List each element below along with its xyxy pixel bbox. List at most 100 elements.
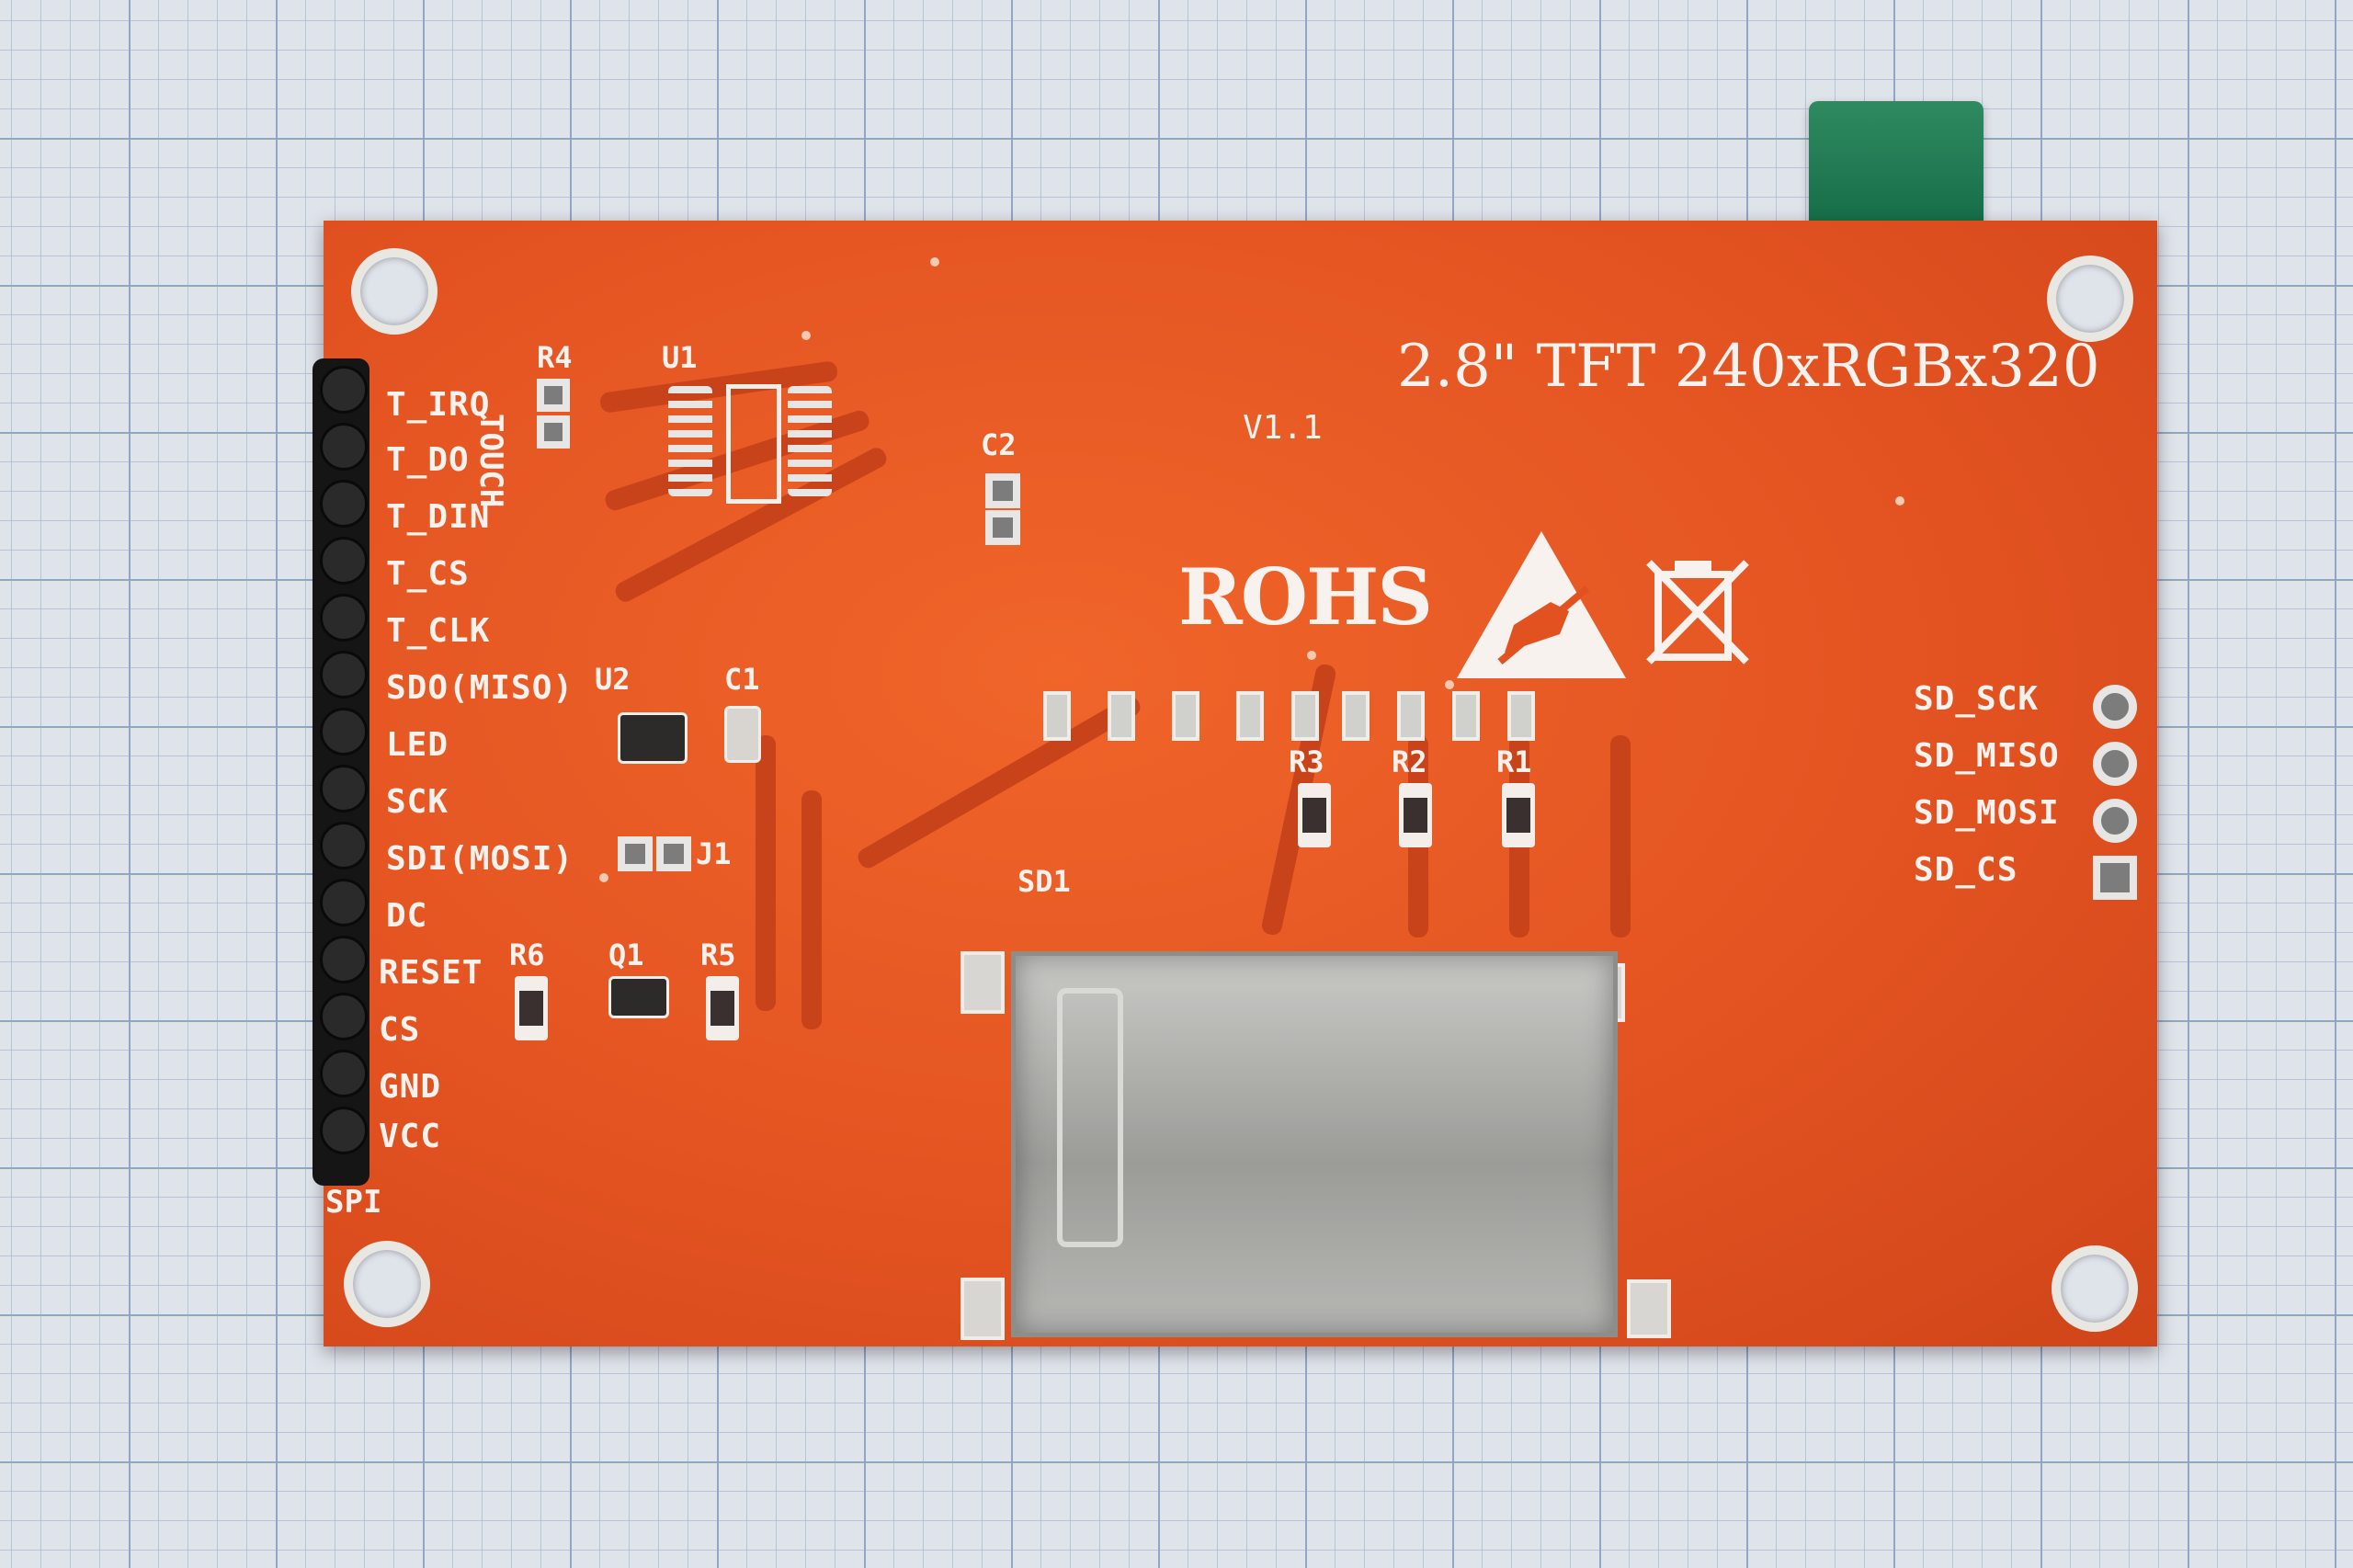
rohs-logo: ROHS	[1178, 551, 1433, 642]
resistor-r6	[515, 976, 548, 1040]
sd-card-socket	[1011, 951, 1618, 1337]
via	[930, 257, 939, 267]
pin-label-t-irq: T_IRQ	[386, 386, 491, 424]
trace	[854, 692, 1144, 872]
flex-cable	[1809, 101, 1984, 230]
pin-label-vcc: VCC	[379, 1118, 442, 1155]
header-pin	[320, 594, 368, 642]
ic-u1-pins-left	[668, 386, 712, 496]
sd-miso-pad	[2093, 742, 2137, 786]
resistor-r1	[1502, 783, 1535, 847]
header-pin	[320, 1107, 368, 1154]
mounting-hole-bottom-right	[2052, 1245, 2138, 1332]
header-pin	[320, 651, 368, 699]
via	[599, 873, 608, 882]
sd-pin-label-cs: SD_CS	[1914, 851, 2018, 889]
pin-label-t-din: T_DIN	[386, 498, 491, 536]
header-pin	[320, 480, 368, 528]
transistor-u2	[618, 712, 688, 764]
sd-cs-pad	[2093, 856, 2137, 900]
pin-header	[313, 358, 369, 1186]
pin-label-cs: CS	[379, 1011, 421, 1049]
pin-label-t-cs: T_CS	[386, 555, 470, 593]
c2-pad	[985, 510, 1020, 545]
sd-contact-pin	[1452, 691, 1480, 741]
resistor-r2	[1399, 783, 1432, 847]
esd-warning-icon	[1457, 531, 1626, 678]
touch-group-label: TOUCH	[472, 414, 509, 508]
header-pin	[320, 822, 368, 869]
trace	[756, 735, 776, 1011]
header-pin	[320, 423, 368, 471]
trace	[801, 790, 822, 1029]
header-pin	[320, 936, 368, 983]
pin-label-sck: SCK	[386, 783, 449, 821]
ref-r5: R5	[700, 937, 736, 972]
header-pin	[320, 537, 368, 585]
mounting-hole-top-right	[2047, 256, 2133, 342]
sd-socket-tab	[1627, 1279, 1671, 1338]
sd-contact-pin	[1507, 691, 1535, 741]
ref-u2: U2	[595, 662, 631, 697]
ref-r2: R2	[1392, 744, 1427, 779]
ref-sd1: SD1	[1017, 864, 1071, 899]
sd-contact-pin	[1043, 691, 1071, 741]
sd-pin-label-miso: SD_MISO	[1914, 737, 2060, 775]
mounting-hole-bottom-left	[344, 1241, 430, 1327]
ref-r4: R4	[537, 340, 573, 375]
resistor-r3	[1298, 783, 1331, 847]
pin-label-t-do: T_DO	[386, 441, 470, 479]
ref-c2: C2	[981, 427, 1017, 462]
ref-r1: R1	[1496, 744, 1532, 779]
sd-contact-pin	[1342, 691, 1370, 741]
header-pin	[320, 765, 368, 812]
board-title: 2.8" TFT 240xRGBx320	[1397, 333, 2100, 401]
c2-pad	[985, 473, 1020, 508]
pin-label-t-clk: T_CLK	[386, 612, 491, 650]
via	[1307, 651, 1316, 660]
sd-contact-pin	[1108, 691, 1135, 741]
via	[801, 331, 811, 340]
j1-pad	[656, 836, 691, 871]
ref-j1: J1	[696, 836, 732, 871]
header-pin	[320, 366, 368, 414]
via	[1895, 496, 1904, 506]
sd-sck-pad	[2093, 685, 2137, 729]
pin-label-led: LED	[386, 726, 449, 764]
mounting-hole-top-left	[351, 248, 438, 335]
sd-socket-spring	[1057, 988, 1123, 1247]
capacitor-c1	[724, 706, 761, 763]
sd-mosi-pad	[2093, 799, 2137, 843]
sd-pin-label-mosi: SD_MOSI	[1914, 794, 2060, 832]
sd-contact-pin	[1291, 691, 1319, 741]
weee-bin-icon	[1646, 560, 1749, 665]
r4-pad	[537, 415, 570, 449]
ref-r3: R3	[1289, 744, 1324, 779]
trace	[1610, 735, 1631, 937]
sd-contact-pin	[1172, 691, 1199, 741]
pin-label-sdo-miso: SDO(MISO)	[386, 669, 574, 707]
sd-socket-tab	[961, 951, 1005, 1014]
board-version: V1.1	[1243, 409, 1323, 447]
header-pin	[320, 993, 368, 1040]
header-pin	[320, 1050, 368, 1097]
transistor-q1	[608, 976, 669, 1018]
spi-group-label: SPI	[325, 1184, 382, 1221]
ic-u1-pins-right	[788, 386, 832, 496]
sd-contact-pin	[1397, 691, 1425, 741]
sd-socket-tab	[961, 1278, 1005, 1340]
ref-q1: Q1	[608, 937, 644, 972]
ic-u1	[726, 384, 781, 504]
ref-u1: U1	[662, 340, 698, 375]
ref-r6: R6	[509, 937, 545, 972]
header-pin	[320, 708, 368, 756]
j1-pad	[618, 836, 653, 871]
pin-label-dc: DC	[386, 897, 428, 935]
pin-label-gnd: GND	[379, 1068, 442, 1106]
sd-pin-label-sck: SD_SCK	[1914, 680, 2040, 718]
resistor-r5	[706, 976, 739, 1040]
via	[1445, 680, 1454, 689]
ref-c1: C1	[724, 662, 760, 697]
sd-contact-pin	[1236, 691, 1264, 741]
r4-pad	[537, 379, 570, 412]
